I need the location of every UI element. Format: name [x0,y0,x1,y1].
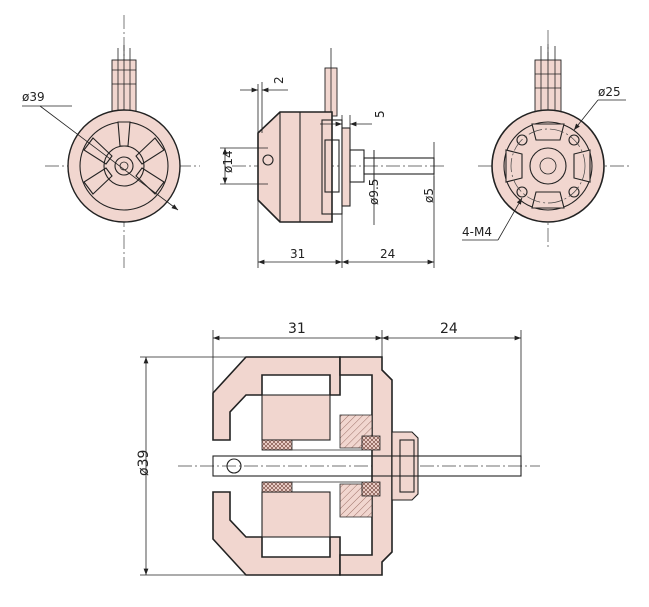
side-dim-length-shaft: 24 [380,247,395,261]
section-dim-length-body: 31 [288,321,306,337]
side-dim-flange: 2 [272,76,286,84]
section-dim-length-shaft: 24 [440,321,458,337]
front-dia-label: ø39 [22,90,45,104]
section-dim-dia: ø39 [136,450,152,476]
rear-view: ø25 4-M4 [462,30,632,250]
rear-thread-label: 4-M4 [462,225,492,239]
front-wires [111,45,137,116]
side-view: 2 5 ø14 ø9.5 ø5 31 24 [220,48,445,268]
rear-wires [534,44,562,119]
side-dim-bearing-dia: ø9.5 [367,179,381,205]
side-dim-body-dia: ø14 [221,150,235,173]
side-dim-length-body: 31 [290,247,305,261]
side-wires [324,48,338,117]
front-view: ø39 [22,15,200,268]
rear-dia-label: ø25 [598,85,621,99]
section-view: 31 24 ø39 [136,321,540,576]
side-dim-shaft-dia: ø5 [422,188,436,203]
side-dim-collar: 5 [373,110,387,118]
